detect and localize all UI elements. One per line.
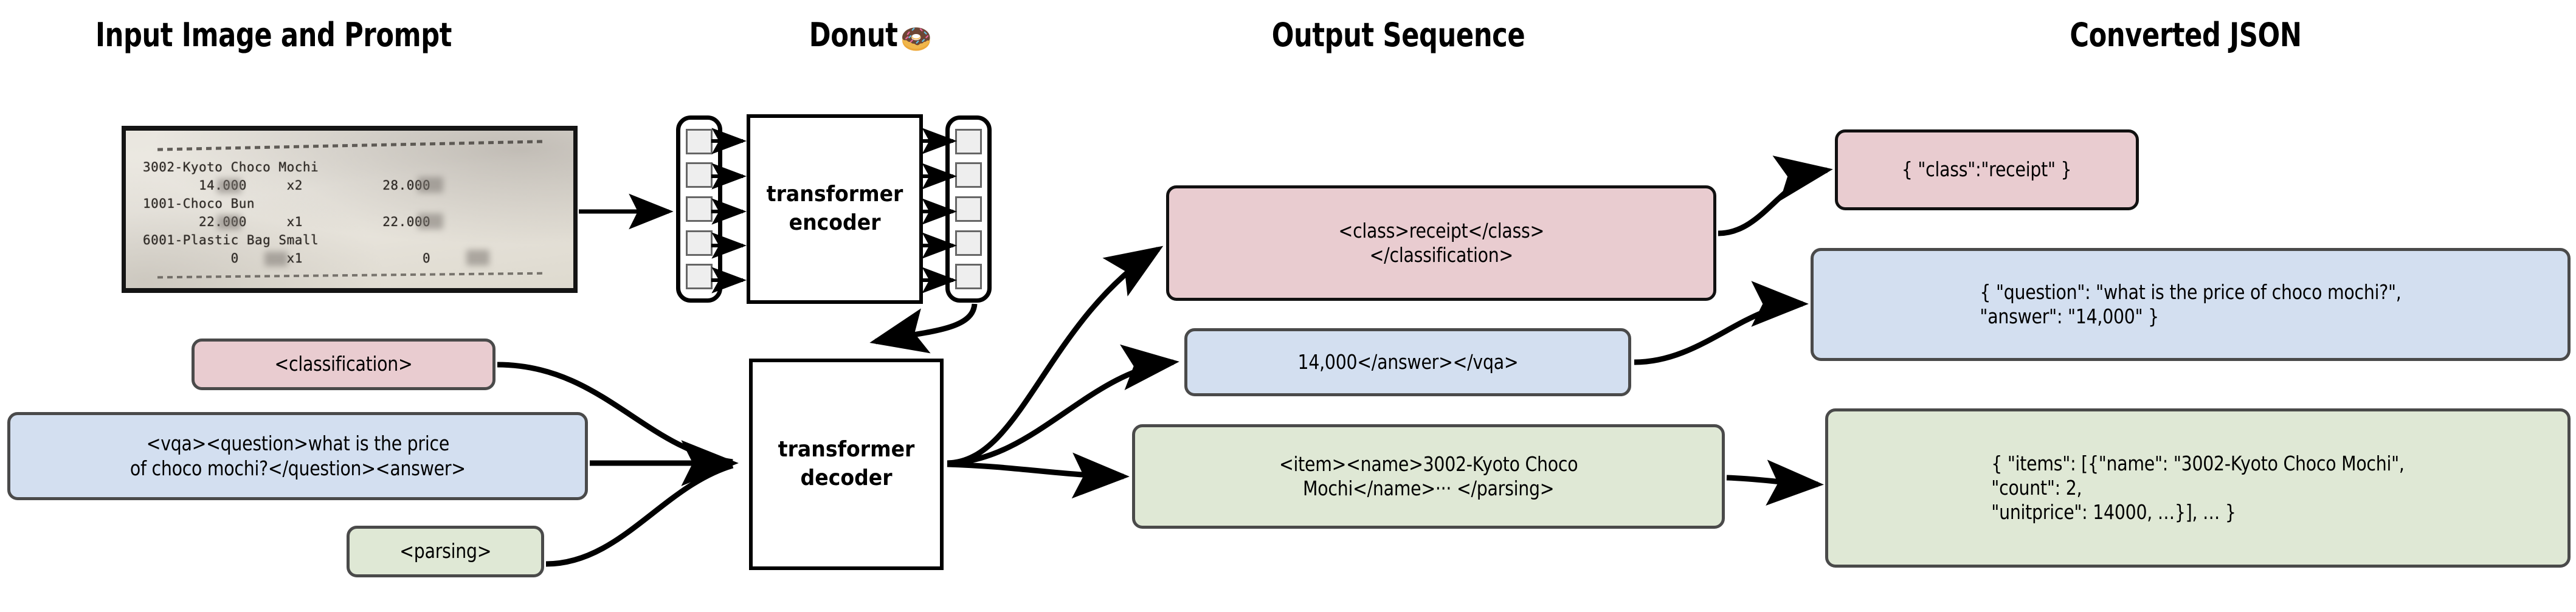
output-classification-box[interactable]: <class>receipt</class> </classification> bbox=[1166, 185, 1716, 301]
input-receipt-image: 3002-Kyoto Choco Mochi 14.000 x2 28.000 … bbox=[122, 126, 578, 293]
arrow-output-vqa-to-json bbox=[1634, 281, 1809, 365]
receipt-line-5: 6001-Plastic Bag Small bbox=[143, 233, 319, 247]
transformer-decoder-label: transformer decoder bbox=[778, 437, 915, 490]
receipt-bottom-dashes bbox=[157, 272, 542, 279]
column-header-output: Output Sequence bbox=[1155, 16, 1642, 54]
receipt-redaction-4 bbox=[418, 213, 443, 229]
receipt-paper: 3002-Kyoto Choco Mochi 14.000 x2 28.000 … bbox=[126, 131, 573, 288]
receipt-line-4: 22.000 x1 22.000 bbox=[143, 215, 431, 229]
column-header-model-label: Donut bbox=[809, 16, 898, 54]
receipt-redaction-2 bbox=[418, 177, 443, 193]
transformer-decoder-block: transformer decoder bbox=[749, 359, 944, 570]
encoder-output-token bbox=[955, 128, 982, 154]
receipt-top-dashes bbox=[157, 140, 542, 151]
output-vqa-label: 14,000</answer></vqa> bbox=[1297, 349, 1518, 374]
prompt-classification-label: <classification> bbox=[274, 352, 413, 376]
donut-emoji bbox=[899, 19, 933, 53]
receipt-redaction-3 bbox=[217, 215, 241, 230]
encoder-output-token bbox=[955, 264, 982, 290]
encoder-output-token bbox=[955, 230, 982, 256]
receipt-redaction-6 bbox=[466, 250, 489, 266]
receipt-redaction-5 bbox=[264, 252, 288, 266]
column-header-json: Converted JSON bbox=[1887, 16, 2485, 54]
column-header-model: Donut bbox=[723, 16, 1015, 54]
receipt-line-3: 1001-Choco Bun bbox=[143, 196, 255, 211]
arrow-encoder-to-decoder bbox=[869, 303, 978, 354]
output-parsing-label: <item><name>3002-Kyoto Choco Mochi</name… bbox=[1279, 452, 1578, 500]
json-parsing-box[interactable]: { "items": [{"name": "3002-Kyoto Choco M… bbox=[1825, 408, 2571, 568]
prompt-parsing-label: <parsing> bbox=[399, 539, 491, 563]
receipt-line-2: 14.000 x2 28.000 bbox=[143, 178, 431, 193]
json-parsing-label: { "items": [{"name": "3002-Kyoto Choco M… bbox=[1991, 451, 2405, 524]
column-header-json-label: Converted JSON bbox=[2070, 16, 2302, 54]
json-classification-label: { "class":"receipt" } bbox=[1902, 157, 2072, 182]
output-parsing-box[interactable]: <item><name>3002-Kyoto Choco Mochi</name… bbox=[1132, 424, 1725, 529]
column-header-output-label: Output Sequence bbox=[1271, 16, 1525, 54]
json-vqa-box[interactable]: { "question": "what is the price of choc… bbox=[1811, 248, 2571, 361]
output-vqa-box[interactable]: 14,000</answer></vqa> bbox=[1184, 328, 1631, 396]
encoder-input-token bbox=[686, 162, 713, 188]
json-vqa-label: { "question": "what is the price of choc… bbox=[1980, 280, 2402, 328]
encoder-input-token bbox=[686, 230, 713, 256]
encoder-input-token bbox=[686, 264, 713, 290]
transformer-encoder-label: transformer encoder bbox=[766, 182, 903, 235]
encoder-input-token bbox=[686, 196, 713, 222]
encoder-output-token-strip bbox=[945, 115, 992, 303]
prompt-vqa-label: <vqa><question>what is the price of choc… bbox=[129, 431, 466, 480]
output-classification-label: <class>receipt</class> </classification> bbox=[1338, 218, 1544, 267]
receipt-line-6: 0 x1 0 bbox=[230, 251, 431, 266]
encoder-input-token bbox=[686, 128, 713, 154]
transformer-encoder-block: transformer encoder bbox=[747, 114, 923, 304]
prompt-vqa-box[interactable]: <vqa><question>what is the price of choc… bbox=[7, 412, 588, 500]
json-classification-box[interactable]: { "class":"receipt" } bbox=[1835, 129, 2139, 210]
receipt-line-1: 3002-Kyoto Choco Mochi bbox=[143, 160, 319, 174]
prompt-classification-box[interactable]: <classification> bbox=[192, 339, 496, 390]
arrow-output-classification-to-json bbox=[1718, 156, 1833, 236]
arrow-output-parsing-to-json bbox=[1726, 459, 1824, 506]
prompt-parsing-box[interactable]: <parsing> bbox=[347, 526, 544, 577]
encoder-output-token bbox=[955, 162, 982, 188]
encoder-output-token bbox=[955, 196, 982, 222]
encoder-input-token-strip bbox=[676, 115, 722, 303]
column-header-input-label: Input Image and Prompt bbox=[95, 16, 452, 54]
column-header-input: Input Image and Prompt bbox=[55, 16, 492, 54]
receipt-redaction-1 bbox=[217, 179, 241, 193]
